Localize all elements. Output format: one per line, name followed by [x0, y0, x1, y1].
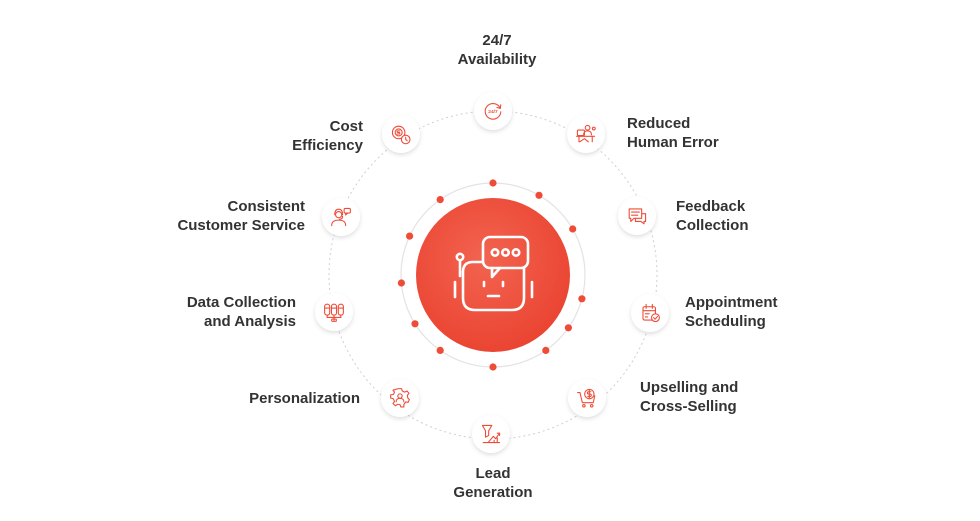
ring-dot: [489, 363, 497, 371]
benefit-node-background: [618, 197, 656, 235]
chat-bubbles-icon: [628, 208, 647, 225]
benefit-label-line: Collection: [676, 217, 749, 234]
clock-24-7-icon: 24/7: [484, 103, 502, 120]
ring-dot: [436, 346, 444, 354]
benefit-label-line: Lead: [475, 465, 511, 482]
benefit-node-personalization: [381, 379, 419, 417]
benefit-label-line: Personalization: [249, 390, 360, 407]
benefit-node-background: [382, 115, 420, 153]
benefit-node-feedback-collection: [618, 197, 656, 235]
benefit-label-line: Human Error: [627, 134, 719, 151]
benefit-node-background: [631, 294, 669, 332]
benefit-label-line: Upselling and: [640, 379, 739, 396]
benefit-label-line: Reduced: [627, 115, 691, 132]
benefit-node-appointment-scheduling: [631, 294, 669, 332]
benefit-label-line: Generation: [453, 484, 533, 501]
ring-dot: [578, 295, 586, 303]
benefit-node-data-collection-analysis: [315, 293, 353, 331]
benefit-node-upselling-cross-selling: [568, 379, 606, 417]
ring-dot: [489, 179, 497, 187]
benefit-node-availability: 24/7: [474, 92, 512, 130]
benefit-node-background: [315, 293, 353, 331]
outer-dashed-ring: [328, 110, 658, 440]
ring-dot: [535, 191, 543, 199]
support-agent-icon: [331, 207, 351, 227]
benefit-label-line: Cost: [329, 118, 363, 135]
benefit-node-cost-efficiency: [382, 115, 420, 153]
benefit-label-data-collection-analysis: Data Collection and Analysis: [187, 293, 296, 331]
benefit-label-line: Availability: [457, 51, 537, 68]
benefit-node-background: [472, 415, 510, 453]
ring-dot: [406, 232, 414, 240]
ring-dot: [564, 324, 573, 332]
benefit-label-line: Efficiency: [292, 137, 363, 154]
ring-dot: [397, 279, 405, 287]
benefit-node-background: [474, 92, 512, 130]
gear-person-icon: [390, 388, 410, 408]
benefit-label-line: 24/7: [482, 32, 512, 49]
benefit-label-line: Scheduling: [685, 313, 766, 330]
benefit-label-line: Data Collection: [186, 294, 296, 311]
calendar-check-icon: [642, 303, 660, 323]
ring-dot: [411, 320, 419, 328]
funnel-chart-icon: [481, 424, 501, 444]
cart-dollar-icon: [577, 388, 596, 408]
benefit-label-line: Cross-Selling: [640, 398, 737, 415]
benefit-label-line: Feedback: [676, 198, 746, 215]
ring-dot: [436, 196, 444, 204]
benefit-label-line: Appointment: [685, 294, 778, 311]
benefit-node-lead-generation: [472, 415, 510, 453]
ring-dot: [569, 225, 577, 233]
svg-text:24/7: 24/7: [488, 109, 498, 115]
ring-dot: [542, 346, 550, 354]
inner-ring-dots: [397, 179, 586, 371]
coins-clock-icon: [391, 125, 411, 145]
benefit-node-consistent-customer-service: [322, 198, 360, 236]
benefit-label-personalization: Personalization: [249, 389, 360, 408]
benefit-label-line: and Analysis: [204, 313, 296, 330]
person-at-desk-icon: [576, 124, 596, 143]
benefit-node-background: [567, 115, 605, 153]
benefit-label-line: Consistent: [227, 198, 305, 215]
chatbot-robot-icon: [453, 235, 534, 312]
benefit-label-line: Customer Service: [177, 217, 305, 234]
benefit-node-reduced-human-error: [567, 115, 605, 153]
database-stack-icon: [324, 303, 344, 322]
